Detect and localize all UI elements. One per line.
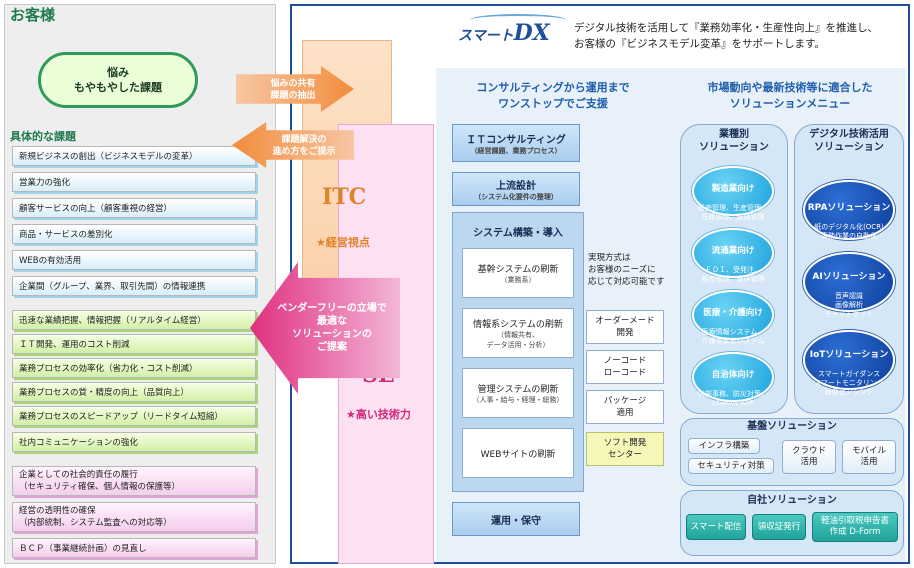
issue-item: 新規ビジネスの創出（ビジネスモデルの変革） xyxy=(12,146,256,166)
digital-name: AIソリューション xyxy=(812,272,886,282)
industry-name: 製造業向け xyxy=(711,184,755,194)
issue-item: 業務プロセスの質・精度の向上（品質向上） xyxy=(12,382,256,402)
industry-title: 業種別 ソリューション xyxy=(699,129,769,153)
issue-item: ＩＴ開発、運用のコスト削減 xyxy=(12,334,256,354)
issue-item: 営業力の強化 xyxy=(12,172,256,192)
system-sub: （人事・給与・経理・総務） xyxy=(472,395,564,404)
own-item: 軽油引取税申告書 作成 D-Form xyxy=(812,512,898,542)
propose-line2: 進め方をご提示 xyxy=(272,147,336,157)
digital-solution: RPAソリューション 紙のデジタル化(OCR) 事務作業の自動化 xyxy=(803,180,895,240)
logo-swoosh-icon xyxy=(470,14,566,26)
industry-desc: 医療情報システム、 介護事業者システム xyxy=(701,328,765,345)
tagline-line2: お客様の『ビジネスモデル変革』をサポートします。 xyxy=(574,38,825,50)
digital-desc: スマートガイダンス スマートモニタリング 画像センシング xyxy=(814,370,884,396)
issue-item: 経営の透明性の確保 （内部統制、システム監査への対応等） xyxy=(12,502,256,532)
logo-main: スマート xyxy=(458,28,514,44)
customer-title: お客様 xyxy=(10,6,56,24)
method-box: ノーコード ローコード xyxy=(586,350,664,384)
upstream-label: 上流設計 xyxy=(496,180,536,192)
industry-solution: 流通業向け ＥＤＩ、受発注、 販売管理、倉庫管理 xyxy=(692,228,774,283)
solutions-title-line1: 市場動向や最新技術等に適合した xyxy=(707,81,873,94)
system-name: 基幹システムの刷新 xyxy=(477,264,559,275)
digital-solution: IoTソリューション スマートガイダンス スマートモニタリング 画像センシング xyxy=(803,330,895,396)
share-line2: 課題の抽出 xyxy=(270,91,316,101)
consulting-title-line2: ワンストップでご支援 xyxy=(498,97,608,110)
industry-solution: 自治体向け 内部事務、防災対策、 LGWAN-ASP xyxy=(692,352,774,407)
own-title: 自社ソリューション xyxy=(747,495,837,506)
industry-name: 流通業向け xyxy=(711,246,755,256)
system-name: 情報系システムの刷新 xyxy=(473,319,563,330)
issue-item: ＢＣＰ（事業継続計画）の見直し xyxy=(12,538,256,558)
share-line1: 悩みの共有 xyxy=(270,79,316,89)
smartdx-logo: スマートDX xyxy=(458,20,558,56)
issue-item: WEBの有効活用 xyxy=(12,250,256,270)
issue-item: 企業間（グループ、業界、取引先間）の情報連携 xyxy=(12,276,256,296)
issue-item: 顧客サービスの向上（顧客重視の経営） xyxy=(12,198,256,218)
it-consulting-sub: （経営課題、業務プロセス） xyxy=(470,146,562,155)
industry-desc: ＥＤＩ、受発注、 販売管理、倉庫管理 xyxy=(701,266,765,283)
issue-item: 業務プロセスのスピードアップ（リードタイム短縮） xyxy=(12,406,256,426)
system-box: WEBサイトの刷新 xyxy=(462,428,574,478)
digital-desc: 音声認識 画像解析 チャットボット xyxy=(824,292,874,318)
consulting-title: コンサルティングから運用まで ワンストップでご支援 xyxy=(448,80,658,112)
issue-item: 迅速な業績把握、情報把握（リアルタイム経営） xyxy=(12,310,256,330)
itc-sub: ★経営視点 xyxy=(316,236,370,249)
upstream-box: 上流設計 （システム化要件の整理） xyxy=(452,172,580,206)
industry-name: 自治体向け xyxy=(711,370,755,380)
se-sub: ★高い技術力 xyxy=(346,408,411,421)
it-consulting-box: ＩＴコンサルティング （経営課題、業務プロセス） xyxy=(452,124,580,162)
system-name: 管理システムの刷新 xyxy=(477,384,559,395)
method-note: 実現方式は お客様のニーズに 応じて対応可能です xyxy=(588,253,665,287)
digital-name: IoTソリューション xyxy=(809,350,889,360)
digital-name: RPAソリューション xyxy=(807,203,891,213)
consulting-title-line1: コンサルティングから運用まで xyxy=(476,81,630,94)
method-box: パッケージ 適用 xyxy=(586,390,664,424)
issue-item: 商品・サービスの差別化 xyxy=(12,224,256,244)
industry-name: 医療・介護向け xyxy=(703,308,763,318)
base-title: 基盤ソリューション xyxy=(747,421,837,432)
propose-arrow-text: 課題解決の 進め方をご提示 xyxy=(262,134,346,158)
operation-box: 運用・保守 xyxy=(452,502,580,536)
method-box: オーダーメード 開発 xyxy=(586,310,664,344)
digital-solution: AIソリューション 音声認識 画像解析 チャットボット xyxy=(803,252,895,318)
itc-label: ITC xyxy=(322,184,367,210)
share-arrow-text: 悩みの共有 課題の抽出 xyxy=(256,78,330,102)
tagline: デジタル技術を活用して『業務効率化・生産性向上』を推進し、 お客様の『ビジネスモ… xyxy=(574,20,878,52)
issue-item: 社内コミュニケーションの強化 xyxy=(12,432,256,452)
digital-desc: 紙のデジタル化(OCR) 事務作業の自動化 xyxy=(814,223,884,240)
own-item: スマート配信 xyxy=(686,514,746,540)
it-consulting-label: ＩＴコンサルティング xyxy=(466,134,566,146)
issues-title: 具体的な課題 xyxy=(10,130,76,143)
digital-title: デジタル技術活用 ソリューション xyxy=(809,129,889,153)
industry-solution: 製造業向け 販売管理、生産管理、 在庫管理、原価管理 xyxy=(692,166,774,221)
base-item: モバイル 活用 xyxy=(842,440,896,474)
industry-solution: 医療・介護向け 医療情報システム、 介護事業者システム xyxy=(692,290,774,345)
issue-item: 企業としての社会的責任の履行 （セキュリティ確保、個人情報の保護等） xyxy=(12,466,256,496)
issue-item: 業務プロセスの効率化（省力化・コスト削減） xyxy=(12,358,256,378)
own-item: 領収証発行 xyxy=(752,514,806,540)
tagline-line1: デジタル技術を活用して『業務効率化・生産性向上』を推進し、 xyxy=(574,22,878,34)
system-build-title: システム構築・導入 xyxy=(473,228,563,239)
base-item: クラウド 活用 xyxy=(782,440,836,474)
cloud-line2: もやもやした課題 xyxy=(74,81,162,94)
solutions-title: 市場動向や最新技術等に適合した ソリューションメニュー xyxy=(680,80,900,112)
system-box: 管理システムの刷新 （人事・給与・経理・総務） xyxy=(462,368,574,418)
solutions-title-line2: ソリューションメニュー xyxy=(729,97,851,110)
logo-dx: DX xyxy=(513,20,550,46)
industry-desc: 内部事務、防災対策、 LGWAN-ASP xyxy=(698,390,768,407)
upstream-sub: （システム化要件の整理） xyxy=(474,192,558,201)
system-box: 基幹システムの刷新 （業務系） xyxy=(462,248,574,298)
propose-line1: 課題解決の xyxy=(281,135,327,145)
base-item: インフラ構築 xyxy=(688,438,760,454)
system-name: WEBサイトの刷新 xyxy=(480,449,556,460)
vendor-free-text: ベンダーフリーの立場で 最適な ソリューションの ご提案 xyxy=(277,303,387,353)
base-item: セキュリティ対策 xyxy=(688,458,774,474)
cloud-line1: 悩み xyxy=(107,66,129,79)
system-sub: （情報共有、 データ活用・分析） xyxy=(486,330,550,349)
industry-desc: 販売管理、生産管理、 在庫管理、原価管理 xyxy=(698,204,768,221)
system-sub: （業務系） xyxy=(500,275,536,284)
system-box: 情報系システムの刷新 （情報共有、 データ活用・分析） xyxy=(462,308,574,358)
method-box: ソフト開発 センター xyxy=(586,432,664,466)
worry-cloud: 悩み もやもやした課題 xyxy=(38,52,198,108)
